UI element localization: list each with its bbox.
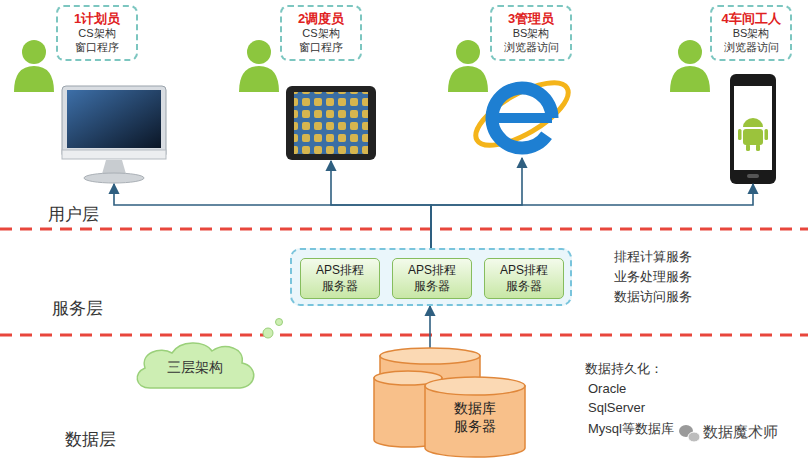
monitor-icon (62, 150, 166, 159)
role-description: BS架构 浏览器访问 (718, 27, 784, 55)
arrow-connector (114, 184, 431, 248)
layer-name: 数据层 (65, 428, 116, 451)
browser-logo (467, 71, 577, 158)
role-description: BS架构 浏览器访问 (498, 27, 564, 55)
server-box: APS排程 服务器 (300, 258, 380, 299)
side-note: Oracle (588, 381, 626, 396)
server-label: APS排程 服务器 (397, 263, 467, 294)
service-group: APS排程 服务器 APS排程 服务器 APS排程 服务器 (290, 248, 572, 306)
database-cylinders (425, 377, 525, 395)
phone-icon (743, 129, 763, 145)
server-label: APS排程 服务器 (305, 263, 375, 294)
user-role: 3管理员BS架构 浏览器访问 (452, 3, 577, 158)
layer-divider (0, 334, 808, 337)
role-title: 4车间工人 (718, 11, 784, 27)
database-cylinders (372, 348, 530, 460)
arrow-connector (431, 184, 753, 248)
database-text: 数据库 服务器 (445, 400, 505, 435)
role-callout: 1计划员CS架构 窗口程序 (56, 5, 138, 61)
phone-icon (746, 144, 750, 151)
cloud-shape (137, 343, 254, 388)
tablet-icon (286, 86, 376, 160)
watermark: 数据魔术师 (703, 423, 778, 442)
user-icon (14, 40, 54, 92)
arrow-connector (331, 161, 431, 248)
arrow-connector (431, 158, 522, 248)
database-cylinders (374, 348, 525, 457)
phone-icon (747, 174, 759, 178)
cloud-text: 三层架构 (130, 338, 260, 398)
user-icon (670, 40, 710, 92)
phone-icon (730, 74, 776, 184)
thought-bubble (263, 328, 273, 338)
user-icon (448, 40, 488, 92)
database-label: 数据库 服务器 (445, 400, 505, 435)
role-title: 3管理员 (498, 11, 564, 27)
phone-icon (743, 118, 763, 127)
watermark-icon (688, 432, 700, 442)
user-role: 1计划员CS架构 窗口程序 (18, 3, 170, 184)
side-note: 数据持久化： (585, 360, 663, 378)
role-callout: 2调度员CS架构 窗口程序 (280, 5, 362, 61)
layer-name: 用户层 (48, 203, 99, 226)
phone-icon (756, 144, 760, 151)
tablet-icon (294, 92, 368, 154)
side-note: SqlServer (588, 400, 645, 415)
role-callout: 4车间工人BS架构 浏览器访问 (710, 5, 792, 61)
watermark-icon (679, 425, 700, 442)
database-cylinders (425, 386, 525, 457)
tablet-icon (294, 92, 368, 154)
arrow-connector (429, 306, 431, 348)
user-icon (239, 40, 279, 92)
browser-logo (492, 113, 552, 123)
layer-name: 服务层 (52, 297, 103, 320)
user-role: 4车间工人BS架构 浏览器访问 (676, 3, 796, 184)
tablet-icon (286, 86, 376, 160)
database-server: 数据库 服务器 (372, 348, 530, 460)
role-callout: 3管理员BS架构 浏览器访问 (490, 5, 572, 61)
monitor-icon (102, 160, 126, 174)
browser-logo (467, 71, 577, 158)
layer-divider (0, 228, 808, 231)
role-title: 2调度员 (288, 11, 354, 27)
database-cylinders (380, 348, 480, 364)
browser-logo (492, 88, 552, 148)
side-note: 业务处理服务 (614, 268, 692, 286)
thought-bubble (263, 319, 283, 339)
server-label: APS排程 服务器 (489, 263, 559, 294)
cloud-label: 三层架构 (167, 359, 223, 377)
thought-bubble (276, 319, 283, 326)
phone-icon (765, 129, 769, 140)
role-title: 1计划员 (64, 11, 130, 27)
server-box: APS排程 服务器 (484, 258, 564, 299)
side-note: Mysql等数据库 (588, 420, 674, 438)
side-note: 排程计算服务 (614, 248, 692, 266)
phone-icon (738, 129, 742, 140)
side-note: 数据访问服务 (614, 288, 692, 306)
cloud-note: 三层架构 (130, 338, 260, 398)
connectors (114, 158, 753, 348)
layer-divider (0, 229, 808, 335)
phone-icon (734, 86, 772, 170)
user-role: 2调度员CS架构 窗口程序 (240, 3, 380, 161)
role-description: CS架构 窗口程序 (288, 27, 354, 55)
monitor-icon (67, 90, 161, 148)
phone-icon (730, 74, 776, 184)
monitor-icon (62, 86, 166, 158)
server-box: APS排程 服务器 (392, 258, 472, 299)
monitor-icon (62, 86, 166, 183)
role-description: CS架构 窗口程序 (64, 27, 130, 55)
monitor-icon (84, 173, 144, 183)
